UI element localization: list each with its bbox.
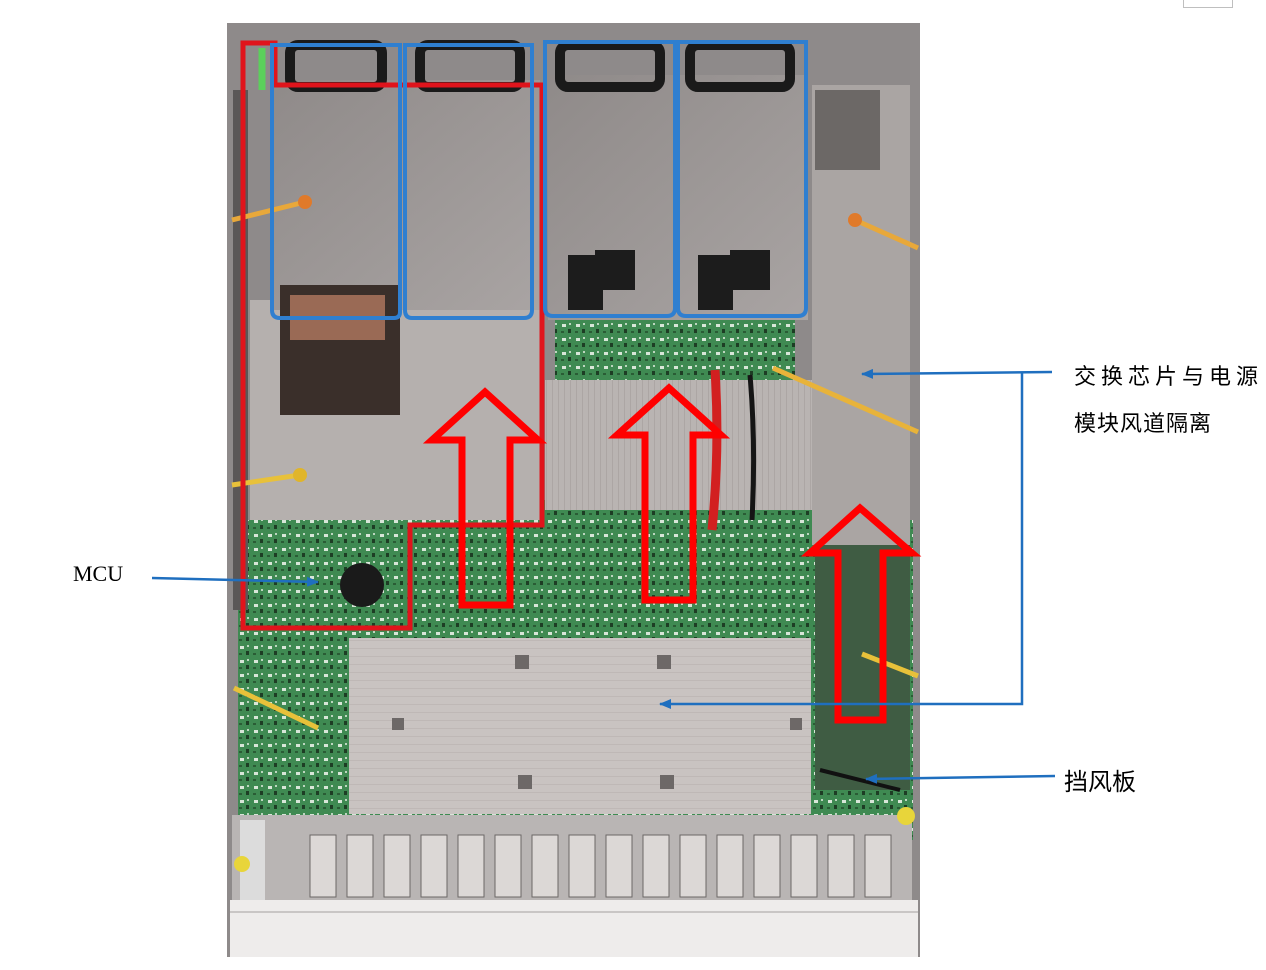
- isolation-callout-bracket: [659, 373, 1024, 709]
- mcu-label: MCU: [73, 561, 124, 586]
- airflow-isolation-label-line2: 模块风道隔离: [1074, 412, 1213, 437]
- sfp-port-row: [309, 834, 892, 898]
- airflow-arrow-2: [607, 383, 731, 604]
- air-baffle-label: 挡风板: [1064, 768, 1136, 796]
- callout-lines: [151, 368, 1056, 784]
- airflow-arrows: [422, 383, 922, 724]
- airflow-arrow-1: [422, 387, 548, 609]
- mcu-callout-arrow: [151, 576, 319, 587]
- chassis-photo: [227, 23, 920, 957]
- isolation-callout-arrow-top: [861, 368, 1053, 379]
- airflow-isolation-label-line1: 交换芯片与电源: [1074, 365, 1264, 390]
- psu-outlines: [270, 40, 808, 320]
- baffle-callout-arrow: [865, 773, 1056, 784]
- power-zone-outline: [240, 40, 545, 631]
- page-corner-mark: [1183, 0, 1233, 8]
- airflow-arrow-3: [800, 503, 922, 724]
